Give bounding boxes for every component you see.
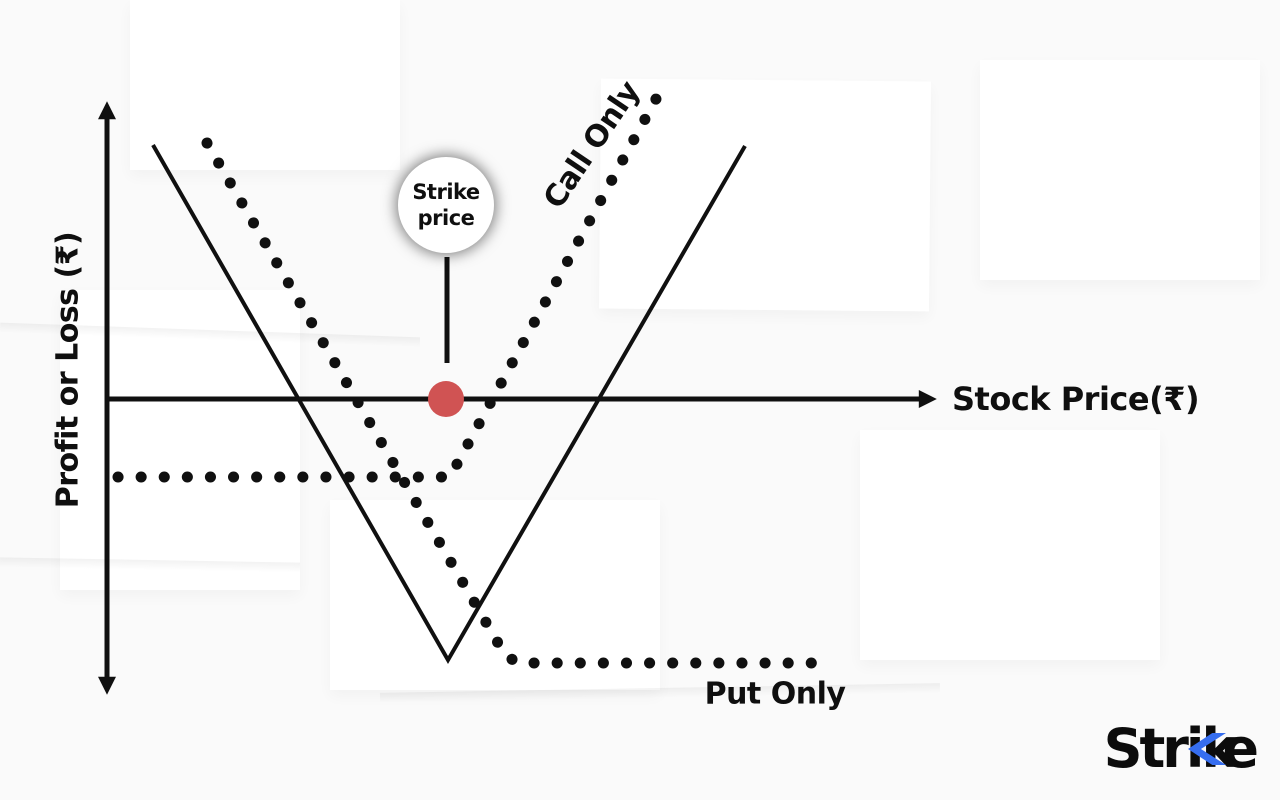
logo-text-k: k (1201, 717, 1237, 780)
logo-text-e: e (1222, 717, 1259, 780)
strike-logo: Stri k e (1103, 717, 1259, 780)
strike-price-dot (428, 381, 464, 417)
series-put-only (201, 137, 826, 669)
strike-price-bubble-text: Strike price (412, 180, 480, 230)
put-only-label: Put Only (704, 676, 846, 712)
texture-patch (860, 430, 1160, 660)
y-axis-label: Profit or Loss (₹) (50, 231, 86, 509)
strike-price-bubble: Strike price (398, 157, 494, 253)
texture-patch (980, 60, 1260, 280)
series-call-only (112, 82, 668, 483)
logo-text-stri: Stri (1103, 717, 1205, 780)
texture-patch (130, 0, 400, 170)
x-axis-label: Stock Price(₹) (952, 380, 1200, 418)
series-combined-straddle-solid-v (151, 144, 747, 665)
